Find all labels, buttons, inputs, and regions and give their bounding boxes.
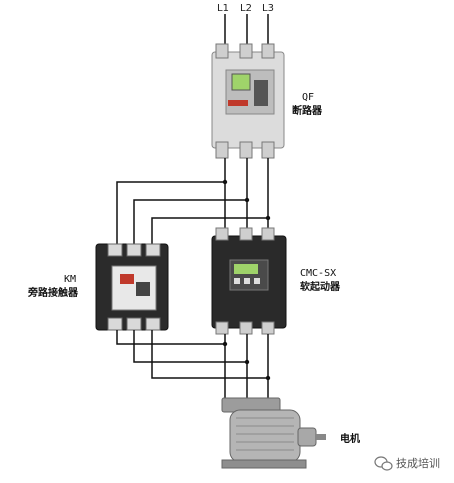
breaker-code: QF [302, 92, 314, 103]
terminal-label-l3: L3 [262, 3, 274, 14]
motor [221, 397, 326, 469]
terminal-label-l1: L1 [217, 3, 229, 14]
soft-starter-code: CMC-SX [300, 268, 336, 279]
breaker-name: 断路器 [292, 104, 323, 117]
motor-name: 电机 [340, 432, 360, 445]
circuit-breaker [211, 43, 285, 159]
soft-starter [211, 227, 287, 335]
output-wires [116, 330, 269, 404]
contactor-name: 旁路接触器 [27, 286, 79, 299]
soft-starter-name: 软起动器 [300, 280, 341, 293]
watermark-text: 技成培训 [396, 456, 440, 470]
contactor-code: KM [64, 274, 76, 285]
terminal-label-l2: L2 [240, 3, 252, 14]
bypass-contactor [95, 243, 169, 331]
watermark: 技成培训 [374, 456, 440, 471]
wechat-icon [374, 456, 393, 471]
